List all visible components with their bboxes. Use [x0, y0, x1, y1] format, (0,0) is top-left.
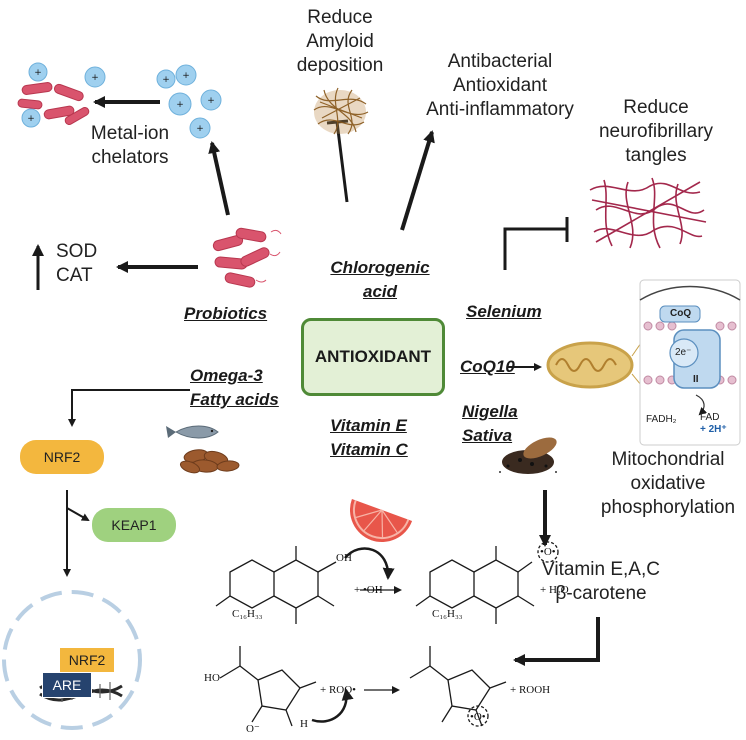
- amyloid-fibers-image: [313, 87, 369, 135]
- metal-ion-label: Metal-ion chelators: [70, 122, 190, 170]
- amyloid-line1: Reduce: [307, 7, 373, 28]
- antioxidant-title: ANTIOXIDANT: [314, 347, 432, 366]
- arrow-chlorogenic-to-effects: [400, 130, 435, 231]
- amyloid-line3: deposition: [296, 55, 384, 76]
- antibacterial-line3: Anti-inflammatory: [426, 99, 574, 120]
- coq-text: CoQ: [670, 308, 692, 319]
- tangles-image: [589, 177, 707, 249]
- nigella-line2: Sativa: [462, 426, 513, 445]
- svg-text:+: +: [91, 73, 99, 83]
- h-ion-text: + 2H⁺: [700, 424, 727, 435]
- omega3-label: Omega-3 Fatty acids: [190, 364, 279, 412]
- vitamins-line1: Vitamin E,A,C: [542, 559, 660, 580]
- are-text: ARE: [52, 677, 82, 693]
- neurofibrillary-label: Reduce neurofibrillary tangles: [586, 96, 726, 168]
- mito-line1: Mitochondrial: [611, 449, 725, 470]
- vitamins-label: Vitamin E,A,C β-carotene: [536, 558, 666, 606]
- fadh2-text: FADH₂: [646, 414, 677, 425]
- arrow-nrf2-to-keap1: [66, 490, 90, 521]
- nrf2-text: NRF2: [43, 449, 81, 465]
- mitochondrion-image: [546, 341, 634, 389]
- arrow-vitamins-to-reaction: [513, 617, 600, 666]
- vitamins-line2: β-carotene: [555, 583, 647, 604]
- antibacterial-line2: Antioxidant: [452, 75, 547, 96]
- o-minus-label: O⁻: [246, 723, 260, 735]
- amyloid-line2: Amyloid: [306, 31, 374, 52]
- nuts-image: [179, 449, 240, 474]
- vitamin-c-text: Vitamin C: [330, 440, 408, 459]
- oh-radical-text: + •OH: [354, 584, 383, 596]
- are-box: ARE: [42, 672, 92, 698]
- chlorogenic-acid-label: Chlorogenic acid: [320, 256, 440, 304]
- antioxidant-center-box: ANTIOXIDANT: [301, 318, 445, 396]
- keap1-text: KEAP1: [111, 517, 157, 533]
- nigella-label: Nigella Sativa: [462, 400, 518, 448]
- svg-text:+: +: [196, 124, 204, 134]
- metal-ion-line2: chelators: [91, 147, 169, 168]
- bacteria-chelated: [17, 82, 90, 125]
- nrf2-nucleus-text: NRF2: [68, 652, 106, 668]
- antibacterial-line1: Antibacterial: [447, 51, 553, 72]
- mito-inset: [639, 279, 741, 446]
- nigella-seeds-image: [499, 437, 557, 474]
- svg-text:+: +: [34, 68, 42, 78]
- h-label: H: [300, 718, 308, 730]
- omega3-line2: Fatty acids: [190, 390, 279, 409]
- roo-text: + ROO•: [320, 684, 357, 696]
- nrf2-nucleus-box: NRF2: [60, 648, 114, 672]
- vitamin-ec-label: Vitamin E Vitamin C: [330, 414, 408, 462]
- cat-text: CAT: [56, 265, 93, 286]
- svg-text:+: +: [162, 75, 170, 85]
- antibacterial-label: Antibacterial Antioxidant Anti-inflammat…: [410, 50, 590, 122]
- complex-ii-text: II: [693, 374, 699, 385]
- chlorogenic-line2: acid: [362, 282, 398, 301]
- fad-text: FAD: [700, 412, 720, 423]
- mito-line2: oxidative: [630, 473, 706, 494]
- electrons-text: 2e⁻: [675, 347, 692, 358]
- rooh-text: + ROOH: [510, 684, 551, 696]
- sod-text: SOD: [56, 241, 98, 262]
- mito-label: Mitochondrial oxidative phosphorylation: [590, 448, 746, 520]
- phytyl-tail-2: C₁₆H₃₃: [432, 608, 463, 620]
- chlorogenic-line1: Chlorogenic: [330, 258, 430, 277]
- omega3-line1: Omega-3: [190, 366, 263, 385]
- nigella-line1: Nigella: [462, 402, 518, 421]
- svg-text:+: +: [182, 71, 190, 81]
- svg-text:+: +: [27, 114, 35, 124]
- radical-o-1: •O•: [540, 546, 556, 558]
- inhibit-amyloid: [335, 121, 349, 203]
- fish-image: [166, 425, 219, 439]
- neurofibrillary-line3: tangles: [625, 145, 687, 166]
- radical-o-2: •O•: [470, 711, 486, 723]
- probiotics-label: Probiotics: [184, 304, 268, 323]
- neurofibrillary-line1: Reduce: [623, 97, 689, 118]
- neurofibrillary-line2: neurofibrillary: [598, 121, 714, 142]
- coq10-label: CoQ10: [460, 357, 515, 376]
- oh-label: OH: [336, 552, 352, 564]
- arrow-probiotics-to-chelators: [208, 141, 230, 216]
- ascorbate-structures: [219, 646, 507, 727]
- keap1-pill: KEAP1: [92, 508, 176, 542]
- metal-ions: [21, 62, 222, 139]
- grapefruit-image: [350, 499, 413, 542]
- arrow-omega3-to-nrf2: [68, 389, 190, 427]
- svg-text:+: +: [176, 100, 184, 110]
- vitamin-e-text: Vitamin E: [330, 416, 407, 435]
- svg-text:+: +: [207, 96, 215, 106]
- inhibit-neurofibrillary: [503, 227, 567, 270]
- phytyl-tail-1: C₁₆H₃₃: [232, 608, 263, 620]
- mito-line3: phosphorylation: [600, 497, 736, 518]
- selenium-label: Selenium: [466, 302, 542, 321]
- water-text: + H₂O: [540, 584, 569, 596]
- sod-cat-label: SOD CAT: [56, 240, 116, 288]
- amyloid-label: Reduce Amyloid deposition: [290, 6, 390, 78]
- ho-label: HO: [204, 672, 220, 684]
- metal-ion-line1: Metal-ion: [90, 123, 170, 144]
- arrows: [93, 96, 600, 666]
- nrf2-pill: NRF2: [20, 440, 104, 474]
- tocopherol-structures: [215, 541, 559, 624]
- probiotic-bacteria: [212, 227, 270, 288]
